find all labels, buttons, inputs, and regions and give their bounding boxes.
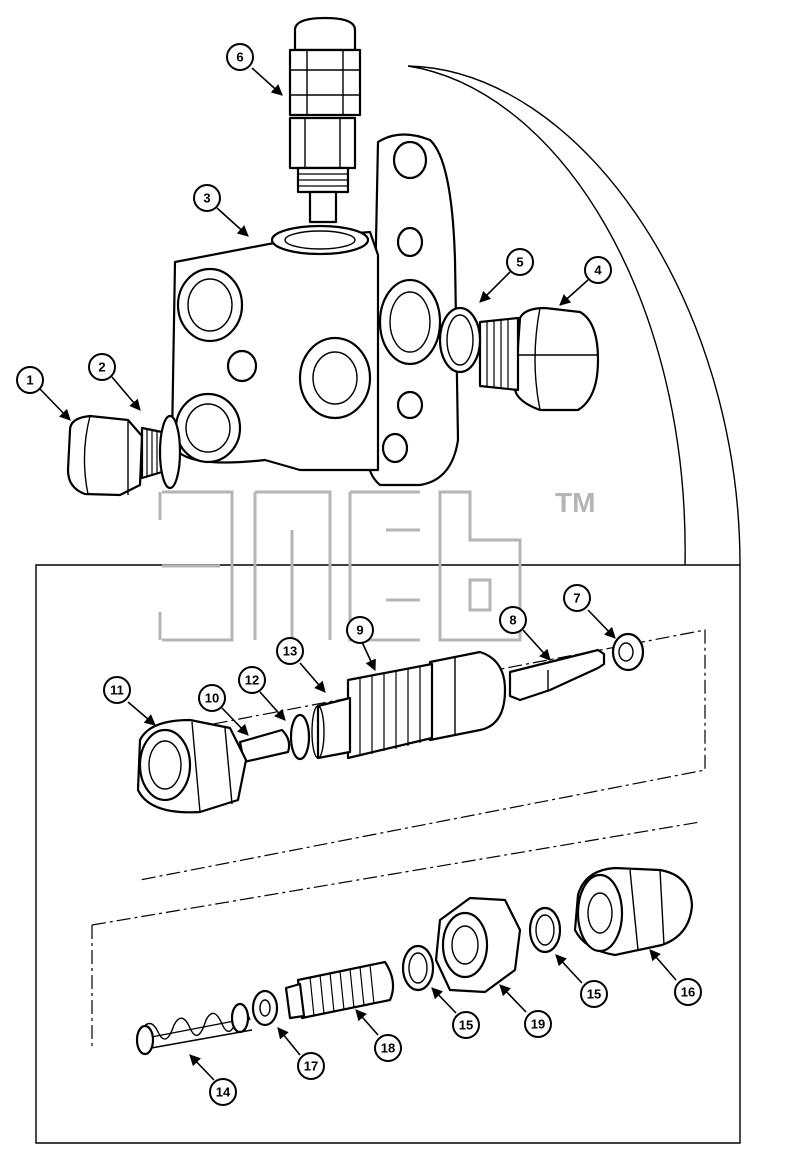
part-2-seal [158, 414, 182, 490]
callout-8-label: 8 [509, 613, 516, 628]
part-19-nut [434, 896, 522, 994]
part-10-poppet [238, 728, 291, 764]
callout-15-left-label: 15 [459, 1018, 473, 1033]
callout-4-label: 4 [594, 263, 602, 278]
callout-2-label: 2 [98, 360, 105, 375]
callout-11-label: 11 [110, 683, 124, 698]
callout-4: 4 [584, 256, 612, 284]
callout-18-label: 18 [381, 1041, 395, 1056]
callout-7-label: 7 [573, 591, 580, 606]
callout-19-label: 19 [531, 1017, 545, 1032]
part-16-cap-nut [573, 866, 694, 957]
part-9-cartridge [346, 650, 507, 760]
callout-9: 9 [346, 616, 374, 644]
callout-2: 2 [88, 353, 116, 381]
callout-16-label: 16 [681, 985, 695, 1000]
callout-14: 14 [209, 1078, 237, 1106]
part-8-pin [508, 648, 606, 702]
callout-12: 12 [238, 666, 266, 694]
callout-1-label: 1 [26, 373, 33, 388]
callout-17-label: 17 [304, 1059, 318, 1074]
part-15-o-ring-left [401, 944, 435, 992]
detail-frame [35, 564, 741, 1144]
part-4-plug [478, 306, 600, 412]
callout-12-label: 12 [245, 673, 259, 688]
callout-8: 8 [499, 606, 527, 634]
callout-6: 6 [226, 43, 254, 71]
watermark-logo: TM [158, 487, 595, 642]
callout-3-label: 3 [203, 191, 210, 206]
part-13-spool [311, 696, 352, 760]
callout-1: 1 [16, 366, 44, 394]
part-14-spring [135, 1002, 253, 1056]
part-6-adapter [288, 16, 362, 224]
callout-5-label: 5 [516, 255, 523, 270]
callout-17: 17 [297, 1052, 325, 1080]
callout-15-right: 15 [580, 980, 608, 1008]
callout-10: 10 [198, 684, 226, 712]
part-18-stem [284, 960, 395, 1020]
part-7-washer [611, 632, 645, 672]
callout-7: 7 [563, 584, 591, 612]
part-15-o-ring-right [528, 906, 562, 954]
part-5-o-ring [438, 306, 482, 374]
callout-leaders [39, 67, 677, 1081]
lower-detail-outline [91, 821, 701, 1050]
callout-13: 13 [276, 637, 304, 665]
callout-14-label: 14 [216, 1085, 231, 1100]
callout-16: 16 [674, 978, 702, 1006]
part-1-plug [66, 414, 164, 497]
callout-9-label: 9 [356, 623, 363, 638]
part-17-washer [251, 989, 279, 1027]
watermark-trademark: TM [555, 487, 595, 518]
callout-15-right-label: 15 [587, 987, 601, 1002]
callout-10-label: 10 [205, 691, 219, 706]
callout-11: 11 [103, 676, 131, 704]
callout-19: 19 [524, 1010, 552, 1038]
callout-3: 3 [193, 184, 221, 212]
callout-18: 18 [374, 1034, 402, 1062]
detail-link-curve-outer [407, 65, 741, 566]
part-3-valve-body [170, 133, 460, 487]
callout-6-label: 6 [236, 50, 243, 65]
callout-13-label: 13 [283, 644, 297, 659]
detail-link-curve-inner [407, 65, 686, 566]
part-12-ring [289, 713, 311, 761]
callout-5: 5 [506, 248, 534, 276]
callout-15-left: 15 [452, 1011, 480, 1039]
part-11-nut [136, 718, 248, 814]
